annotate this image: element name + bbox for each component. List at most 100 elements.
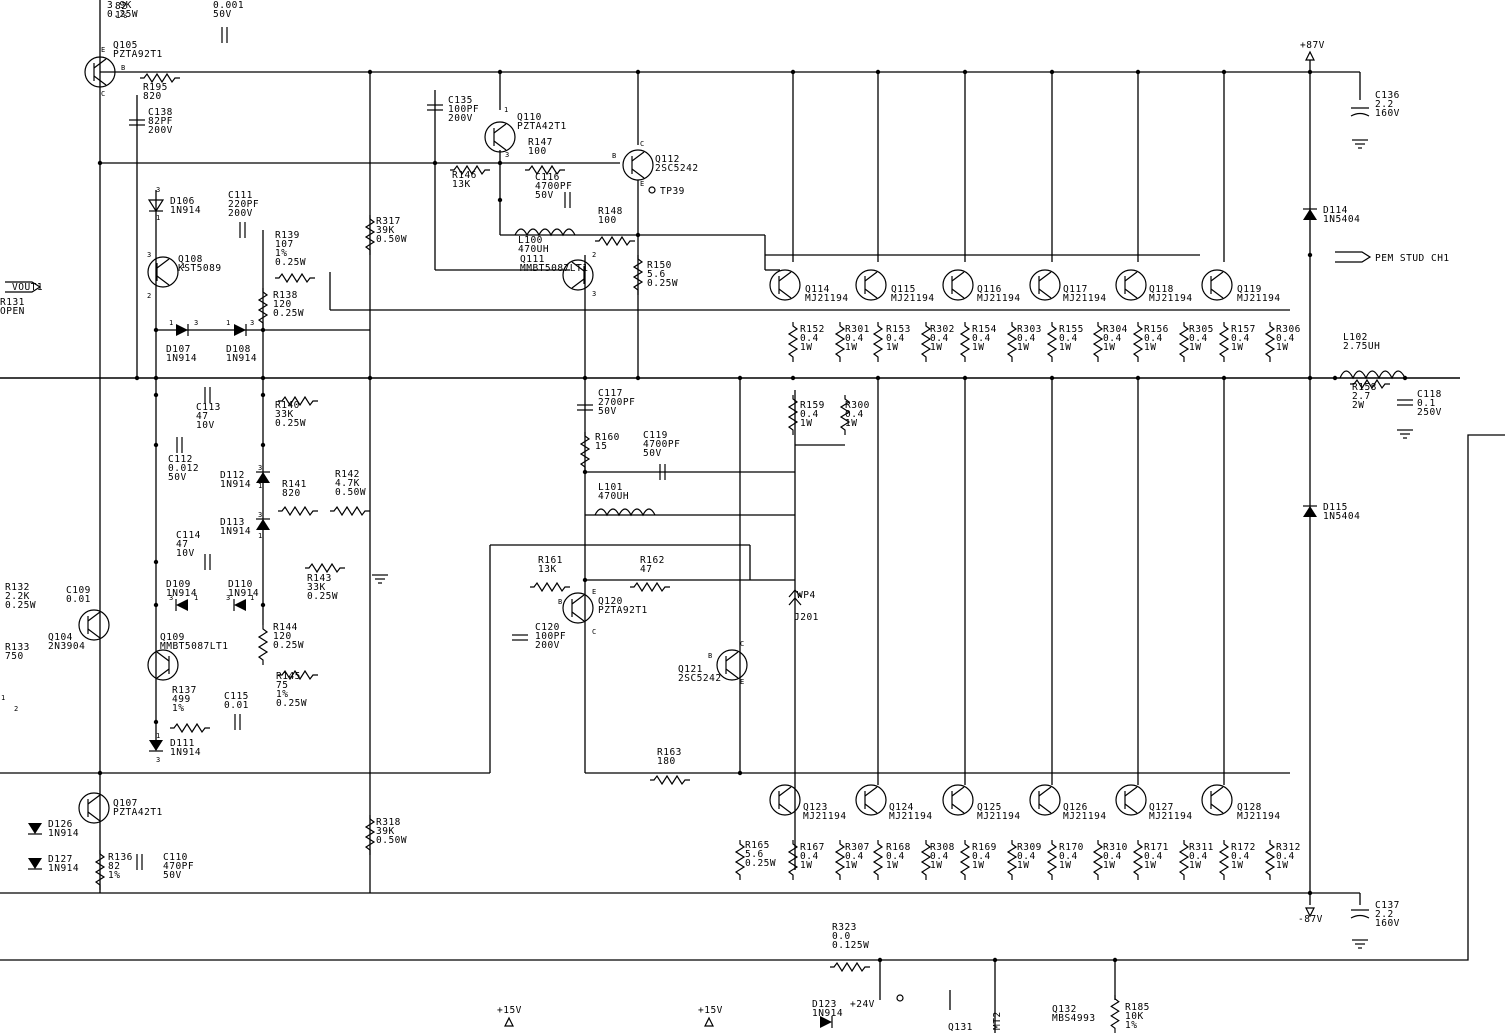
vout-label: VOUT1 bbox=[12, 282, 43, 293]
transistor-symbol bbox=[147, 649, 179, 681]
tp39-label: TP39 bbox=[660, 186, 685, 197]
pin-marker: 2 bbox=[14, 705, 19, 713]
pin-marker: 3 bbox=[250, 319, 255, 327]
diode-symbols bbox=[28, 199, 1317, 1028]
pin-marker: 1 bbox=[181, 262, 186, 270]
pin-marker: 2 bbox=[147, 292, 152, 300]
pin-marker: 3 bbox=[169, 594, 174, 602]
pin-marker: 3 bbox=[592, 290, 597, 298]
pin-marker: C bbox=[101, 90, 106, 98]
net-labels: +87V -87V VOUT1 PEM STUD CH1 TP39 WP4 J2… bbox=[12, 40, 1450, 1030]
pin-marker: E bbox=[101, 46, 106, 54]
transistor-symbol bbox=[84, 56, 116, 88]
transistor-symbol bbox=[1029, 784, 1061, 816]
transistor-symbol bbox=[1029, 269, 1061, 301]
pin-marker: 1 bbox=[250, 594, 255, 602]
pin-marker: 1 bbox=[156, 214, 161, 222]
mt2-label: MT2 bbox=[992, 1011, 1003, 1030]
pin-marker: 1 bbox=[258, 482, 263, 490]
transistor-symbol bbox=[942, 784, 974, 816]
pin-marker: B bbox=[612, 152, 617, 160]
transistor-symbol bbox=[147, 256, 179, 288]
pin-marker: B bbox=[121, 64, 126, 72]
pin-marker: 3 bbox=[194, 319, 199, 327]
pin-marker: 1 bbox=[504, 106, 509, 114]
junction-dots bbox=[97, 69, 1408, 963]
pin-marker: 1 bbox=[1, 694, 6, 702]
pin-marker: 3 bbox=[226, 594, 231, 602]
pin-marker: 2 bbox=[592, 251, 597, 259]
pem-label: PEM STUD CH1 bbox=[1375, 253, 1450, 264]
transistor-symbol bbox=[78, 609, 110, 641]
transistor-symbol bbox=[1201, 784, 1233, 816]
pin-marker: B bbox=[558, 598, 563, 606]
transistor-symbol bbox=[716, 649, 748, 681]
p15b-label: +15V bbox=[698, 1005, 723, 1016]
transistor-symbol bbox=[1115, 784, 1147, 816]
transistor-symbol bbox=[855, 269, 887, 301]
ground-symbols bbox=[372, 139, 1413, 949]
transistor-symbol bbox=[769, 269, 801, 301]
pin-marker: 1 bbox=[258, 532, 263, 540]
net-flag-shapes bbox=[5, 50, 1372, 1027]
